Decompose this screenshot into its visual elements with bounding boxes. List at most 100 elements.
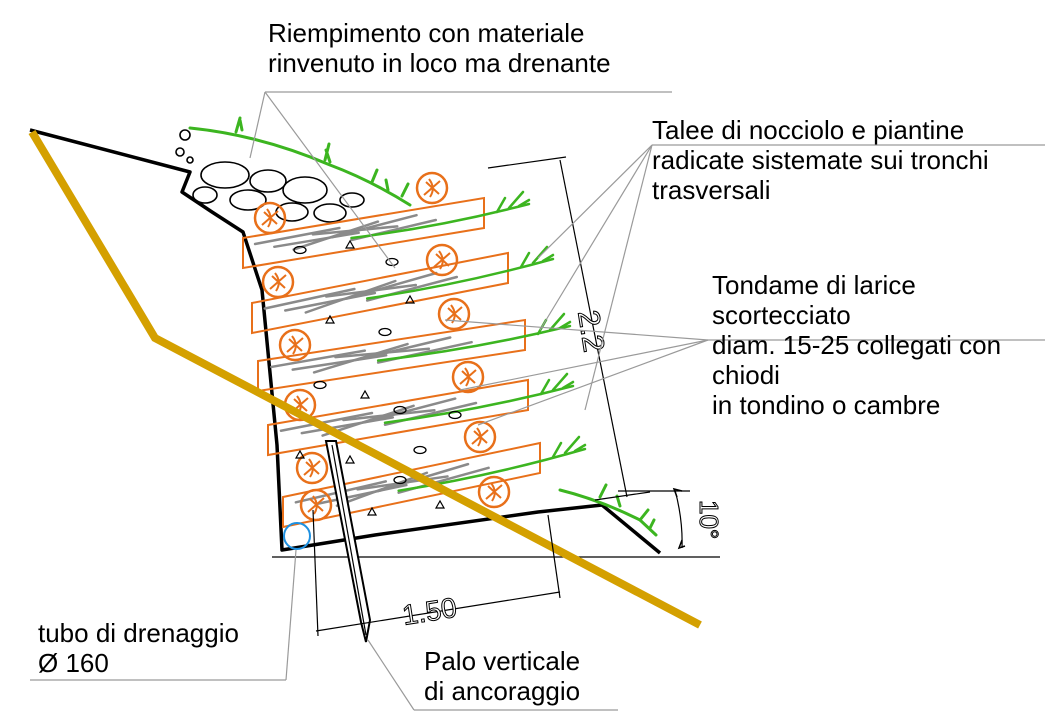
- log-grain: [433, 250, 451, 270]
- log-ring: [295, 451, 329, 485]
- log-cross-section: [299, 488, 333, 522]
- fill-material-label: Riempimento con materiale rinvenuto in l…: [268, 18, 611, 78]
- branch: [253, 226, 341, 246]
- fill-grain: [324, 314, 336, 324]
- log-cross-section: [477, 475, 511, 509]
- log-layer: [251, 251, 509, 335]
- log-cross-section: [425, 243, 459, 277]
- cuttings-label-line-3: trasversali: [652, 175, 771, 205]
- log-cross-section: [278, 328, 312, 362]
- log-ring: [437, 297, 471, 331]
- log-ring: [253, 201, 287, 235]
- log-layer: [282, 441, 541, 529]
- log-grain: [459, 367, 477, 387]
- design-slope-line: [28, 129, 702, 629]
- cutting-stem: [365, 257, 555, 300]
- cuttings-label-line-2: radicate sistemate sui tronchi: [652, 145, 989, 175]
- grass: [188, 116, 658, 537]
- angle-dimension-arc: [674, 489, 683, 549]
- logs-label-line-1: Tondame di larice: [712, 270, 916, 300]
- fill-grain: [294, 449, 306, 459]
- width-dimension-line: [315, 591, 561, 632]
- log-ring: [299, 488, 333, 522]
- log-grain: [269, 272, 287, 292]
- log-ring: [261, 265, 295, 299]
- fill-grain: [434, 499, 446, 509]
- cutting-leaves: [519, 245, 555, 269]
- log-grain: [471, 427, 489, 447]
- log-layer: [242, 196, 485, 270]
- cuttings-label-line-1: Talee di nocciolo e piantine: [652, 115, 965, 145]
- log-grain: [445, 304, 463, 324]
- existing-slope-line: [29, 128, 662, 555]
- fill-grain: [366, 506, 378, 516]
- logs-label-line-3: diam. 15-25 collegati con: [712, 330, 1002, 360]
- branch: [330, 213, 418, 239]
- fill-material: [175, 129, 365, 223]
- log-layer: [257, 318, 526, 393]
- logs-label: Tondame di larice scortecciato diam. 15-…: [712, 270, 1001, 420]
- log-grain: [307, 495, 325, 515]
- fill-grain: [359, 389, 371, 399]
- branch: [355, 336, 452, 362]
- ground-profile: [29, 128, 720, 558]
- fill-stone: [413, 445, 427, 455]
- angle-dimension-text: 10°: [694, 500, 724, 539]
- logs-label-line-2: scortecciato: [712, 300, 851, 330]
- drain-pipe-circle: [283, 522, 311, 550]
- cutting-stem: [397, 447, 587, 492]
- drain-pipe-label: tubo di drenaggio Ø 160: [38, 618, 239, 678]
- log-layers: [242, 196, 541, 529]
- cutting-stem: [350, 202, 531, 240]
- anchoring-post-label-line-1: Palo verticale: [424, 646, 581, 676]
- log-cross-section: [415, 171, 449, 205]
- logs-label-line-5: in tondino o cambre: [712, 390, 941, 420]
- log-ring: [278, 328, 312, 362]
- log-cross-section: [261, 265, 295, 299]
- log-grain: [303, 458, 321, 478]
- drain-pipe-label-line-2: Ø 160: [38, 648, 109, 678]
- log-cross-section: [451, 360, 485, 394]
- cutting-stem: [376, 324, 572, 362]
- anchoring-post-label-line-2: di ancoraggio: [424, 676, 581, 706]
- fill-stone: [393, 405, 407, 415]
- anchoring-post: [324, 440, 372, 643]
- fill-stone: [393, 475, 407, 485]
- log-cross-section: [253, 201, 287, 235]
- branch: [362, 397, 457, 424]
- fill-material-label-line-1: Riempimento con materiale: [268, 18, 585, 48]
- drain-pipe-label-line-1: tubo di drenaggio: [38, 618, 239, 648]
- dimensions: [312, 156, 690, 637]
- fill-stone: [448, 410, 462, 420]
- anchoring-post-label: Palo verticale di ancoraggio: [424, 646, 580, 706]
- fill-material-label-line-2: rinvenuto in loco ma drenante: [268, 48, 611, 78]
- log-ring: [415, 171, 449, 205]
- fill-grain: [344, 239, 356, 249]
- log-grain: [485, 482, 503, 502]
- cutting-leaves: [539, 372, 575, 396]
- branch: [345, 271, 438, 300]
- cutting-leaves: [495, 190, 531, 214]
- log-cross-section: [295, 451, 329, 485]
- fill-grain: [404, 294, 416, 304]
- log-grain: [261, 208, 279, 228]
- log-layer: [267, 378, 529, 457]
- log-grain: [423, 178, 441, 198]
- height-dimension-line: [559, 159, 628, 498]
- branch: [270, 349, 367, 369]
- log-ring: [451, 360, 485, 394]
- branch: [263, 287, 356, 310]
- log-grain: [286, 335, 304, 355]
- log-ring: [463, 420, 497, 454]
- log-cross-section: [437, 297, 471, 331]
- plant-cuttings: [350, 190, 587, 492]
- fill-stone: [313, 380, 327, 390]
- fill-stone: [378, 327, 392, 337]
- cuttings-label: Talee di nocciolo e piantine radicate si…: [652, 115, 989, 205]
- branch: [279, 411, 374, 432]
- cutting-leaves: [551, 435, 587, 459]
- leader-lines: [30, 91, 1045, 711]
- height-dimension-text: 2.2: [571, 308, 610, 354]
- logs-label-line-4: chiodi: [712, 360, 780, 390]
